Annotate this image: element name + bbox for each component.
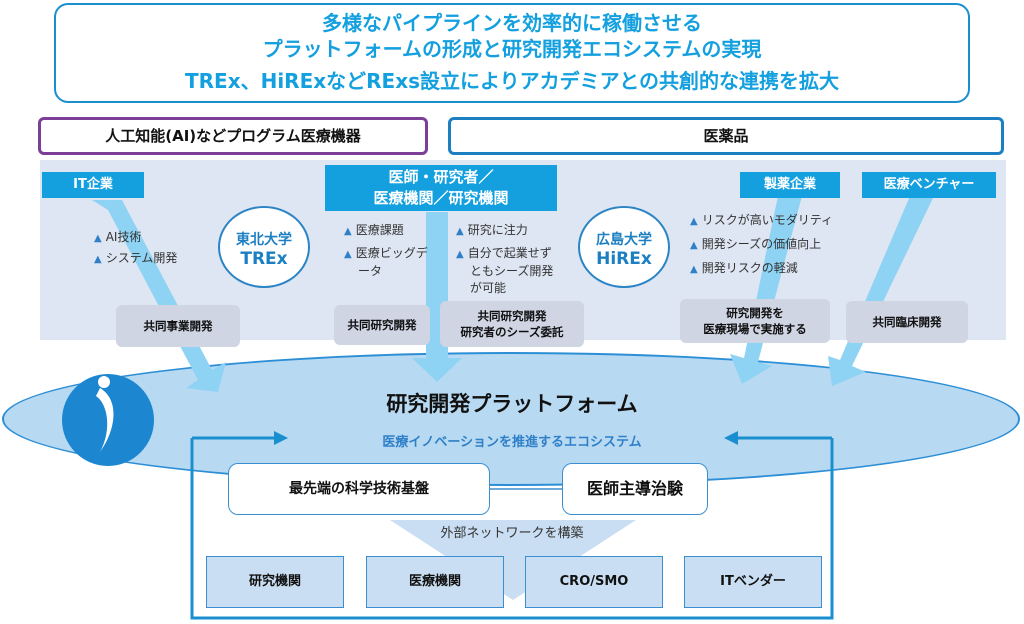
joint-clinical-box: 共同臨床開発 [846,301,968,343]
triangle-bullet-icon: ▲ [690,240,698,251]
logo-figure [96,388,114,452]
investigator-trials-box: 医師主導治験 [562,463,708,515]
triangle-bullet-icon: ▲ [456,226,464,237]
partner-medical-institutions: 医療機関 [366,556,504,608]
pharma-bullets: ▲リスクが高いモダリティ ▲開発シーズの価値向上 ▲開発リスクの軽減 [690,213,833,275]
frame-arrow-left [274,431,288,445]
header-line-3: TREx、HiRExなどRExs設立によりアカデミアとの共創的な連携を拡大 [184,69,840,93]
arrow-venture [828,196,934,386]
arrow-doctors [412,212,462,382]
joint-research-seeds-box: 共同研究開発 研究者のシーズ委託 [440,301,584,347]
partner-it-vendor: ITベンダー [684,556,822,608]
onsite-research-box: 研究開発を 医療現場で実施する [680,299,830,343]
doctors-bullets-left: ▲医療課題 ▲医療ビッグデータ [344,223,428,278]
platform-subtitle: 医療イノベーションを推進するエコシステム [382,435,642,450]
category-pharmaceuticals: 医薬品 [448,117,1004,155]
tech-base-box: 最先端の科学技術基盤 [228,463,490,515]
doctors-bullets-right: ▲研究に注力 ▲自分で起業せずともシーズ開発が可能 [456,223,554,295]
network-triangle [390,520,636,600]
triangle-bullet-icon: ▲ [690,216,698,227]
joint-research-box: 共同研究開発 [334,305,430,345]
it-bullets: ▲AI技術 ▲システム開発 [94,230,178,265]
triangle-bullet-icon: ▲ [690,264,698,275]
partner-research-institutions: 研究機関 [206,556,344,608]
hiroshima-hirex-circle: 広島大学 HiREx [578,206,670,288]
header-line-2: プラットフォームの形成と研究開発エコシステムの実現 [262,37,762,61]
ecosystem-frame [190,438,834,620]
label-it-company: IT企業 [42,172,144,198]
header-box: 多様なパイプラインを効率的に稼働させる プラットフォームの形成と研究開発エコシス… [54,3,970,103]
tohoku-trex-circle: 東北大学 TREx [218,206,310,288]
label-medical-venture: 医療ベンチャー [862,172,996,198]
triangle-bullet-icon: ▲ [456,249,464,260]
triangle-bullet-icon: ▲ [94,254,102,265]
arrow-pharma [730,196,802,384]
triangle-bullet-icon: ▲ [344,226,352,237]
frame-arrow-right [724,431,738,445]
network-label: 外部ネットワークを構築 [440,526,584,541]
joint-business-box: 共同事業開発 [116,305,240,347]
partner-cro-smo: CRO/SMO [525,556,663,608]
triangle-bullet-icon: ▲ [94,233,102,244]
platform-title: 研究開発プラットフォーム [386,392,638,416]
label-doctors-researchers: 医師・研究者／ 医療機関／研究機関 [325,165,557,211]
header-line-1: 多様なパイプラインを効率的に稼働させる [322,11,702,35]
label-pharma-company: 製薬企業 [740,172,840,198]
triangle-bullet-icon: ▲ [344,249,352,260]
category-ai-devices: 人工知能(AI)などプログラム医療機器 [38,117,428,155]
